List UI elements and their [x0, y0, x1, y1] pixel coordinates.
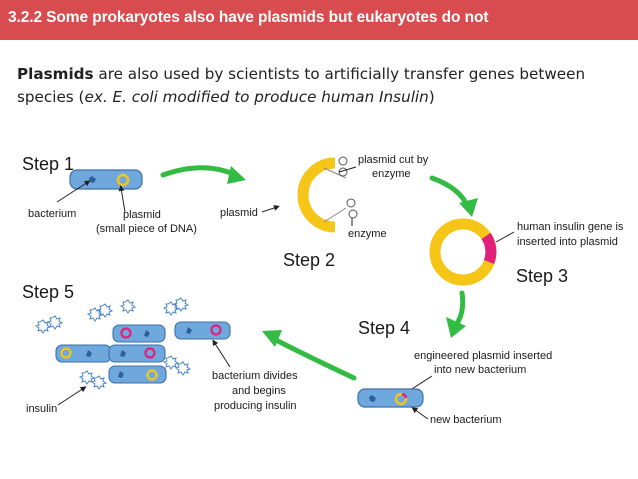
step2-plasmid-label: plasmid [220, 207, 258, 219]
intro-text-2: ) [428, 88, 435, 106]
step2-title: Step 2 [283, 250, 335, 270]
arrow-step4-to-step5 [269, 335, 357, 381]
step1-plasmid-pointer [118, 185, 126, 213]
step5-divides-pointer [212, 339, 231, 368]
step4-dna [369, 395, 376, 402]
step4-gene-mark [401, 392, 408, 399]
step5-insulin-pointer [57, 386, 87, 406]
arrow-step1-to-step2 [160, 165, 241, 179]
step5-divides-label-2: and begins [232, 385, 286, 397]
step2-scissors-bottom-icon-b [348, 209, 358, 219]
intro-paragraph: Plasmids are also used by scientists to … [17, 63, 627, 109]
step1-plasmid-icon [116, 173, 130, 187]
step1-title: Step 1 [22, 154, 74, 174]
step5-divides-label: bacterium divides [212, 370, 298, 382]
step1-plasmid-desc: (small piece of DNA) [96, 223, 197, 235]
intro-text-1: are also used by scientists to artificia… [17, 65, 586, 106]
step3-plasmid [429, 218, 497, 286]
intro-example: ex. E. coli modified to produce human In… [84, 88, 429, 106]
step1-bacterium-label: bacterium [28, 208, 76, 220]
step3-gene-label: human insulin gene is [517, 221, 624, 233]
step1-dna [89, 176, 96, 183]
step2-cut-label-2: enzyme [372, 168, 411, 180]
step3-insulin-gene [481, 232, 497, 264]
step4-new-bacterium [357, 388, 424, 408]
arrow-step3-to-step4-head [446, 317, 466, 338]
step2-cut-plasmid [297, 157, 336, 233]
step4-new-bacterium-label: new bacterium [430, 414, 502, 426]
arrow-step4-to-step5-head [262, 330, 282, 347]
step3-title: Step 3 [516, 266, 568, 286]
arrow-step2-to-step3-head [459, 198, 478, 217]
step5-insulin-label: insulin [26, 403, 57, 415]
arrow-step1-to-step2-head [227, 166, 246, 184]
step5-divides-label-3: producing insulin [214, 400, 297, 412]
step4-engineered-label-2: into new bacterium [434, 364, 526, 376]
step2-scissors-top-icon [338, 156, 348, 166]
step4-plasmid-icon [394, 392, 408, 406]
step2-scissors-bottom-icon [346, 198, 356, 208]
step3-gene-label-2: inserted into plasmid [517, 236, 618, 248]
title-bar: 3.2.2 Some prokaryotes also have plasmid… [0, 0, 638, 40]
slide-title: 3.2.2 Some prokaryotes also have plasmid… [8, 9, 489, 26]
step2-enzyme-label: enzyme [348, 228, 387, 240]
step4-new-bacterium-pointer [411, 407, 429, 420]
step2-cut-label: plasmid cut by [358, 154, 429, 166]
step4-title: Step 4 [358, 318, 410, 338]
step5-title: Step 5 [22, 282, 74, 302]
term-plasmids: Plasmids [17, 65, 94, 83]
step5-bacteria-colony [55, 321, 231, 384]
step2-cut-pointer [338, 166, 357, 173]
step1-plasmid-label: plasmid [123, 209, 161, 221]
step3-gene-pointer [495, 231, 515, 243]
arrow-step3-to-step4 [453, 290, 466, 328]
step2-plasmid-pointer [261, 205, 280, 213]
step1-bacterium-pointer [56, 180, 91, 203]
step4-engineered-label: engineered plasmid inserted [414, 350, 552, 362]
